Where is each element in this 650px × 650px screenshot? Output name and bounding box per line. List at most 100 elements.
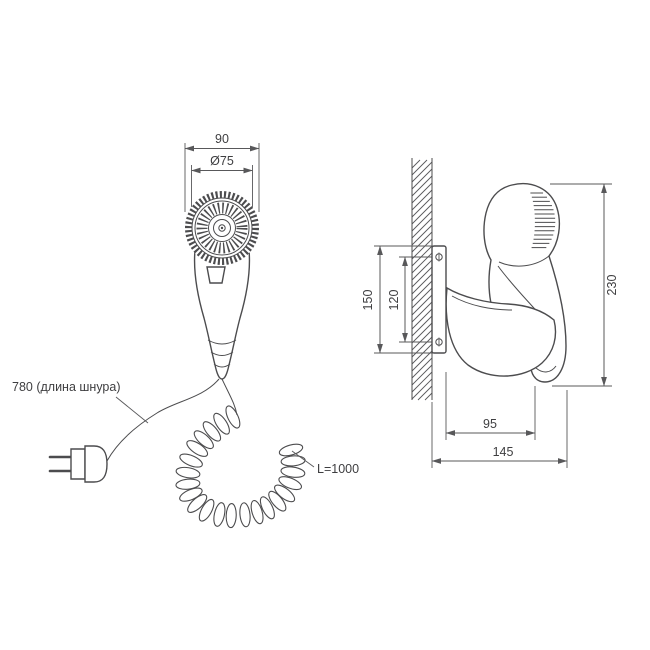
holder-depth-dimension: 95	[445, 372, 536, 440]
coil-loop	[175, 466, 201, 479]
side-view: 150 120	[361, 158, 619, 468]
cord-length-callout: 780 (длина шнура)	[12, 380, 149, 424]
wall-hatch-line	[411, 371, 433, 393]
body-seam	[213, 363, 231, 368]
cup-rim-detail	[451, 295, 513, 311]
wall-hatch-line	[411, 203, 433, 225]
wall-hatch-line	[411, 175, 433, 197]
front-view: 90 Ø75	[12, 132, 359, 529]
coil-loop	[202, 421, 222, 442]
overall-depth-label: 145	[493, 445, 514, 459]
coil-loop	[186, 440, 209, 457]
width-dimension-label: 90	[215, 132, 229, 146]
wall-hatch-line	[411, 252, 433, 274]
plate	[431, 245, 447, 354]
wall-hatch-line	[411, 350, 433, 372]
grille-center	[218, 224, 226, 232]
coil-loop	[179, 453, 203, 468]
holder-cup	[445, 286, 557, 377]
tip-detail	[535, 365, 557, 373]
coiled-cord	[175, 405, 306, 529]
diameter-dimension-label: Ø75	[210, 154, 234, 168]
wall-hatch-line	[411, 378, 433, 400]
cord-to-plug	[106, 378, 220, 462]
body-seam	[210, 351, 234, 356]
grille-rim-inner	[194, 200, 250, 256]
wall-hatch-line	[411, 357, 433, 379]
wall-hatch-line	[411, 322, 433, 344]
wall-hatch-line	[411, 343, 433, 365]
hairdryer-side	[445, 183, 567, 383]
coil-loop	[225, 503, 237, 529]
coil-loop	[213, 412, 230, 435]
wall-hatch-line	[411, 266, 433, 288]
switch	[206, 266, 226, 284]
wall-hatch-line	[411, 159, 428, 176]
coil-loop	[280, 466, 306, 478]
hairdryer-front	[185, 191, 259, 380]
coil-loop	[250, 499, 264, 525]
coil-loop	[278, 443, 304, 457]
wall-hatch-line	[411, 329, 433, 351]
side-grille-hatch	[530, 192, 556, 249]
overall-height-dimension: 230	[550, 183, 619, 387]
wall-hatch-line	[411, 168, 433, 190]
coil-loop	[239, 502, 251, 528]
wall-hatch-line	[411, 231, 433, 253]
coil-loop	[274, 484, 296, 503]
wall-hatch-line	[411, 287, 433, 309]
grille-radial-hatch	[196, 202, 248, 254]
wall-hatch-line	[411, 189, 433, 211]
wall-hatch-line	[411, 245, 433, 267]
grille-inner-circle	[208, 214, 236, 242]
wall-hatch-line	[411, 280, 433, 302]
holder-depth-label: 95	[483, 417, 497, 431]
coil-length-label: L=1000	[317, 462, 359, 476]
coil-loop	[193, 430, 214, 450]
grille-center-dot	[220, 226, 224, 230]
coil-loop	[259, 496, 275, 520]
body-seam	[207, 339, 237, 345]
wall-hatch-line	[417, 385, 433, 401]
grille-inner-circle	[213, 219, 231, 237]
plate-height-dimension: 150	[361, 245, 444, 354]
mounting-plate	[431, 245, 447, 354]
wall-hatch-line	[411, 301, 433, 323]
leader-line	[115, 396, 149, 424]
coil-loop	[198, 498, 215, 522]
plate-height-label: 150	[361, 290, 375, 311]
diameter-dimension: Ø75	[191, 154, 253, 207]
wall-hatch-line	[411, 315, 433, 337]
coil-loop	[175, 478, 201, 490]
plug-front	[70, 448, 86, 480]
coil-loop	[268, 490, 287, 512]
coil-loop	[280, 455, 306, 467]
power-plug	[48, 445, 108, 483]
coil-loop	[213, 502, 226, 527]
wall-hatch-line	[411, 196, 433, 218]
wall-hatch-line	[411, 238, 433, 260]
overall-height-label: 230	[605, 275, 619, 296]
wall-hatch-line	[411, 259, 433, 281]
width-dimension: 90	[184, 132, 260, 212]
power-cord	[106, 378, 238, 462]
wall-hatch-line	[411, 159, 421, 169]
wall-hatch-line	[411, 273, 433, 295]
wall-hatch-line	[411, 294, 433, 316]
coil-loop	[225, 405, 241, 429]
wall-hatch-line	[411, 308, 433, 330]
coil-loop	[278, 476, 303, 491]
wall-hatch-line	[411, 161, 433, 183]
overall-depth-dimension: 145	[431, 390, 568, 468]
head-body-seam	[498, 255, 550, 267]
wall-hatch-line	[411, 182, 433, 204]
coil-loop	[179, 487, 203, 502]
cord-length-label: 780 (длина шнура)	[12, 380, 121, 394]
wall	[411, 158, 433, 401]
wall-hatch-line	[411, 364, 433, 386]
grille-rim	[191, 197, 253, 259]
hole-spacing-label: 120	[387, 290, 401, 311]
wall-hatch-line	[411, 336, 433, 358]
wall-hatch-line	[424, 392, 433, 401]
